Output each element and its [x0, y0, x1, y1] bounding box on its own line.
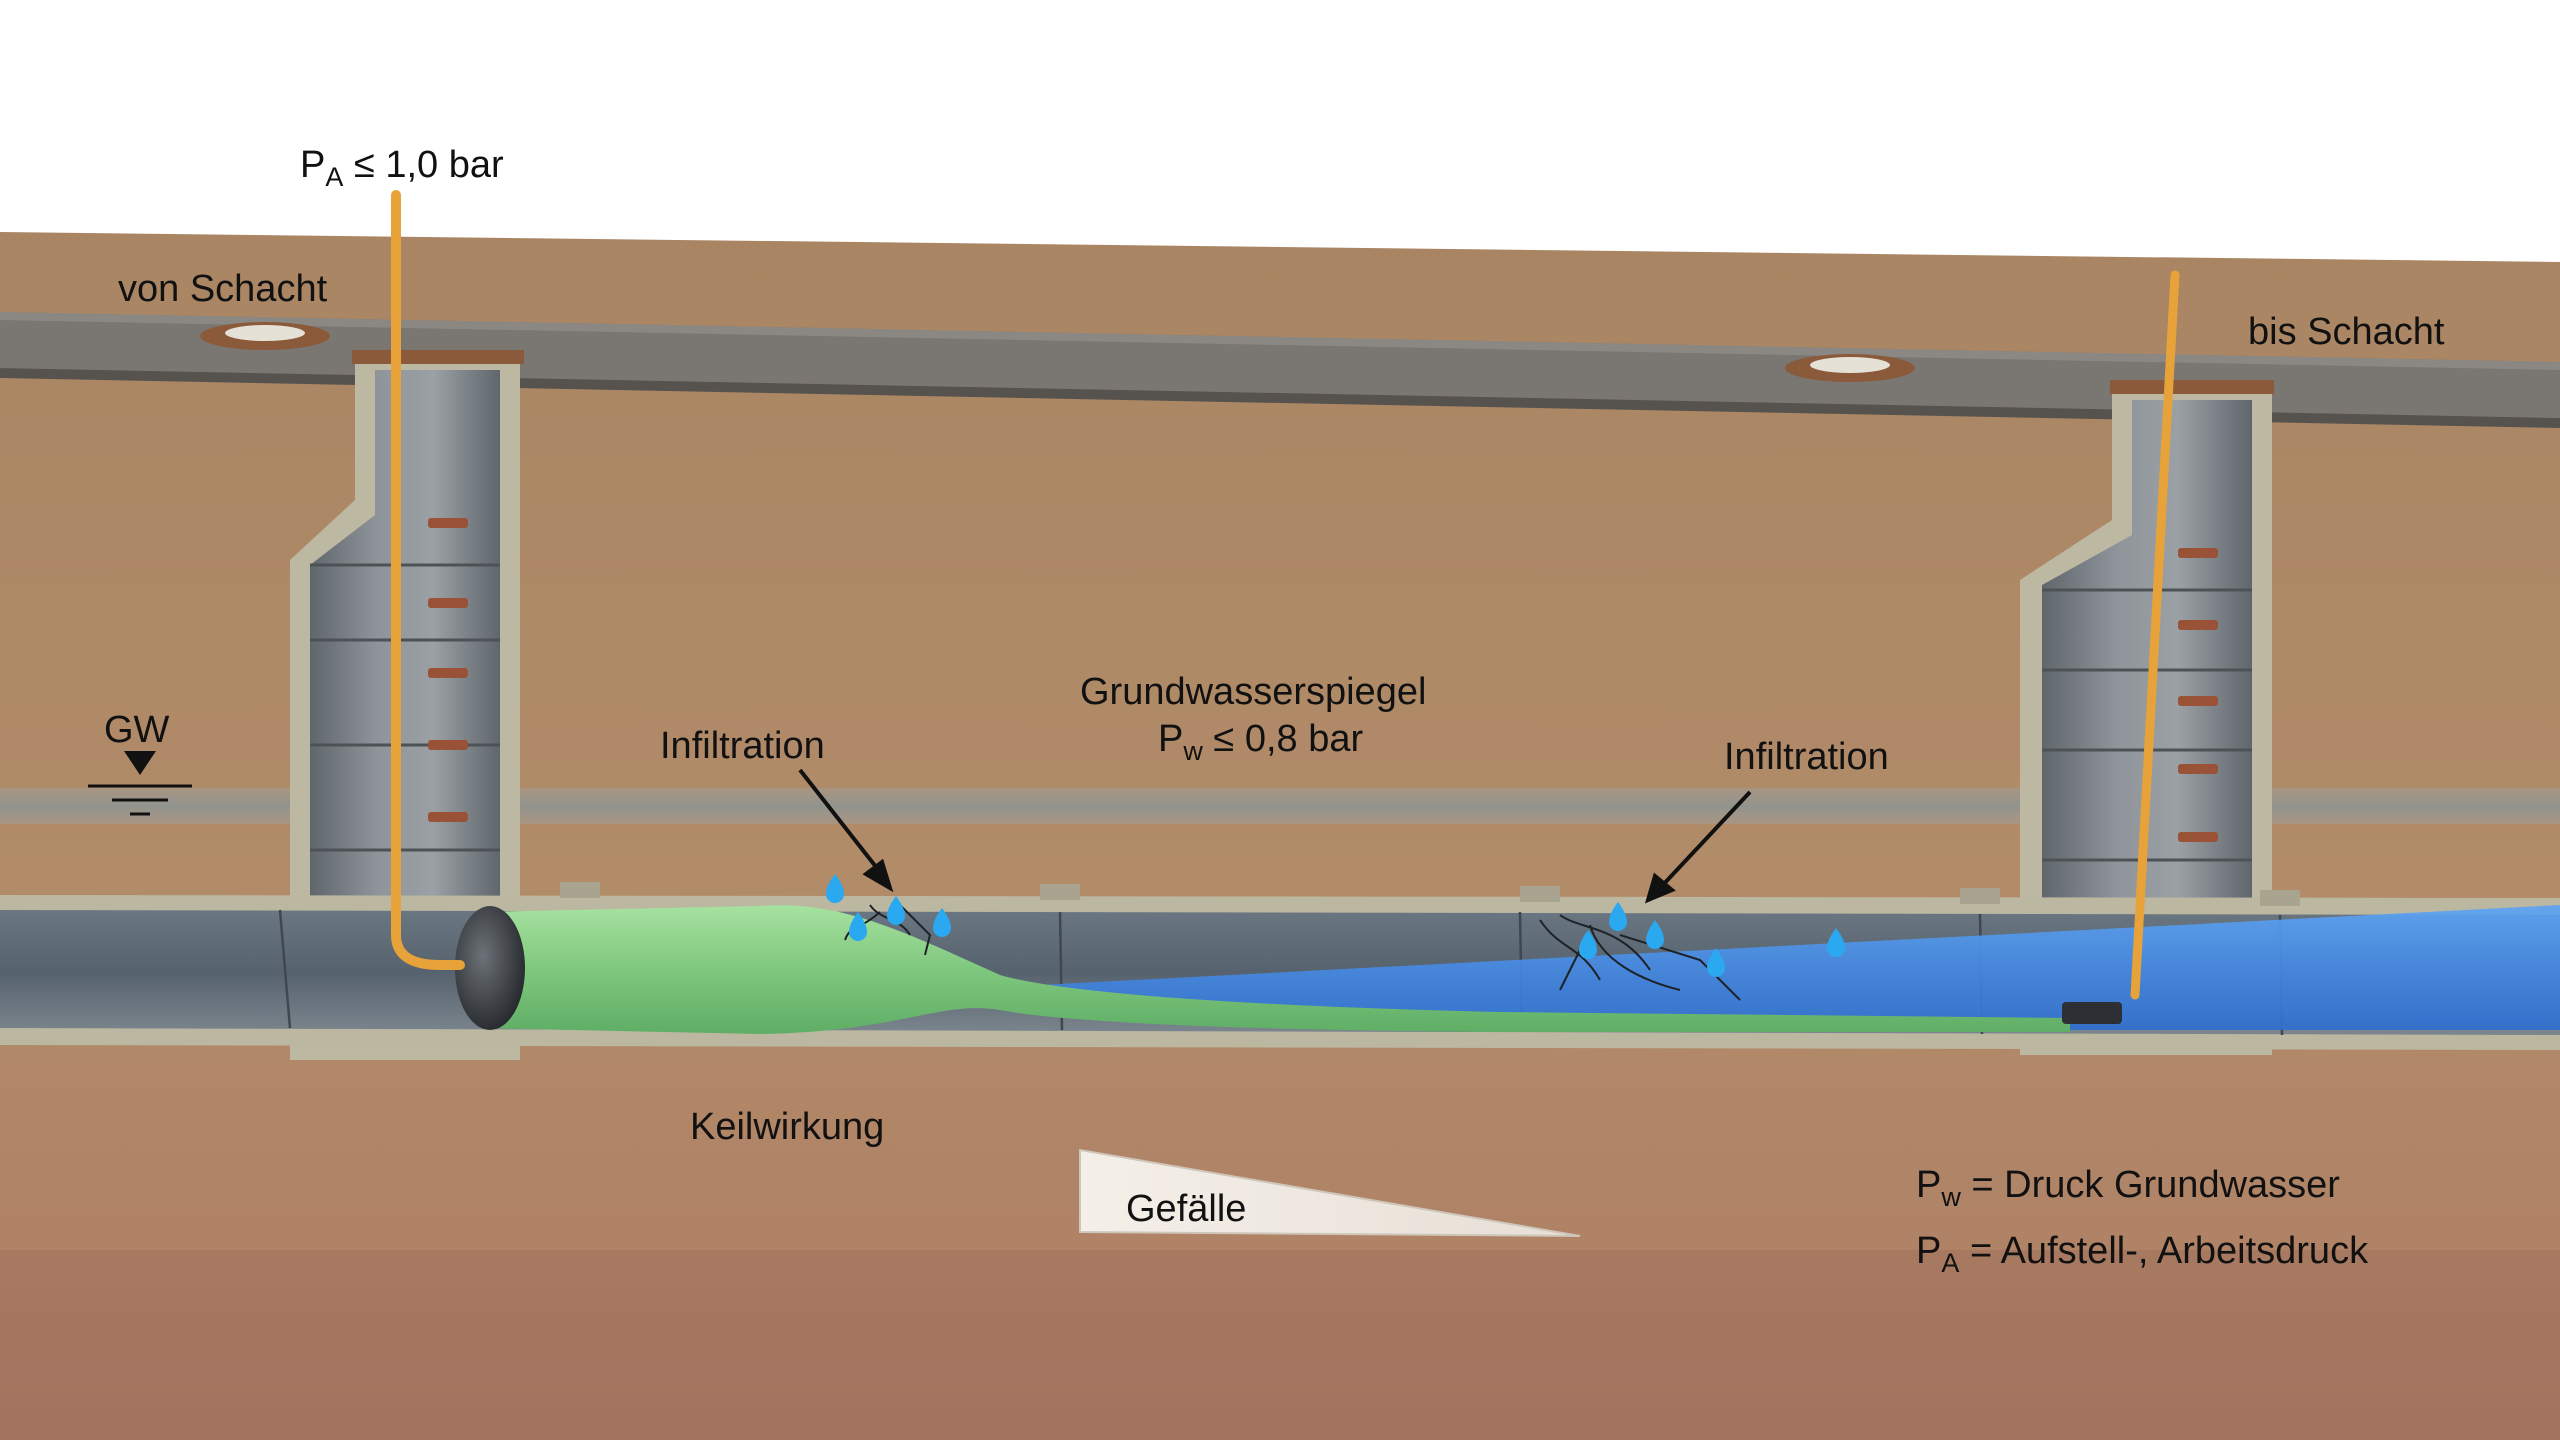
soil-body	[0, 232, 2560, 1440]
green-liner	[480, 905, 2070, 1034]
end-plug	[2062, 1002, 2122, 1024]
water-drop-icon	[1827, 928, 1845, 957]
legend-row-working-pressure: PA = Aufstell-, Arbeitsdruck	[1916, 1230, 2369, 1278]
infiltration-right-label: Infiltration	[1724, 736, 1889, 778]
from-shaft-label: von Schacht	[118, 268, 328, 310]
left-manhole-shaft	[290, 350, 524, 1060]
slope-wedge	[1079, 1148, 1581, 1237]
road-surface	[0, 312, 2560, 418]
infiltration-left-label: Infiltration	[660, 725, 825, 767]
slope-label: Gefälle	[1126, 1188, 1247, 1230]
water-drop-icon	[1579, 930, 1597, 959]
water-drop-icon	[849, 912, 867, 941]
to-shaft-label: bis Schacht	[2248, 311, 2445, 353]
manhole-cover-icon	[200, 322, 330, 350]
legend-row-water-pressure: Pw = Druck Grundwasser	[1916, 1164, 2340, 1212]
pipe-water	[1040, 905, 2560, 1030]
road-top	[0, 312, 2560, 370]
packer-head	[455, 906, 525, 1030]
water-drop-icon	[826, 874, 844, 903]
hose-right	[2130, 270, 2180, 1000]
lower-soil-band	[0, 1250, 2560, 1440]
water-pressure-label: Pw ≤ 0,8 bar	[1158, 718, 1364, 766]
groundwater-symbol-label: GW	[104, 709, 170, 751]
groundwater-triangle-icon	[88, 751, 192, 816]
groundwater-level-label: Grundwasserspiegel	[1080, 671, 1427, 713]
water-drop-icon	[1646, 920, 1664, 949]
water-drop-icon	[933, 908, 951, 937]
manhole-cover-icon	[1785, 354, 1915, 382]
water-drop-icon	[1707, 948, 1725, 977]
infiltration-arrows	[798, 768, 1752, 904]
water-drops	[826, 874, 1845, 977]
road-underside	[0, 368, 2560, 428]
top-pressure-label: PA ≤ 1,0 bar	[300, 144, 504, 192]
wedge-effect-label: Keilwirkung	[690, 1106, 885, 1148]
water-drop-icon	[887, 896, 905, 925]
water-drop-icon	[1609, 902, 1627, 931]
hose-left	[391, 190, 465, 970]
